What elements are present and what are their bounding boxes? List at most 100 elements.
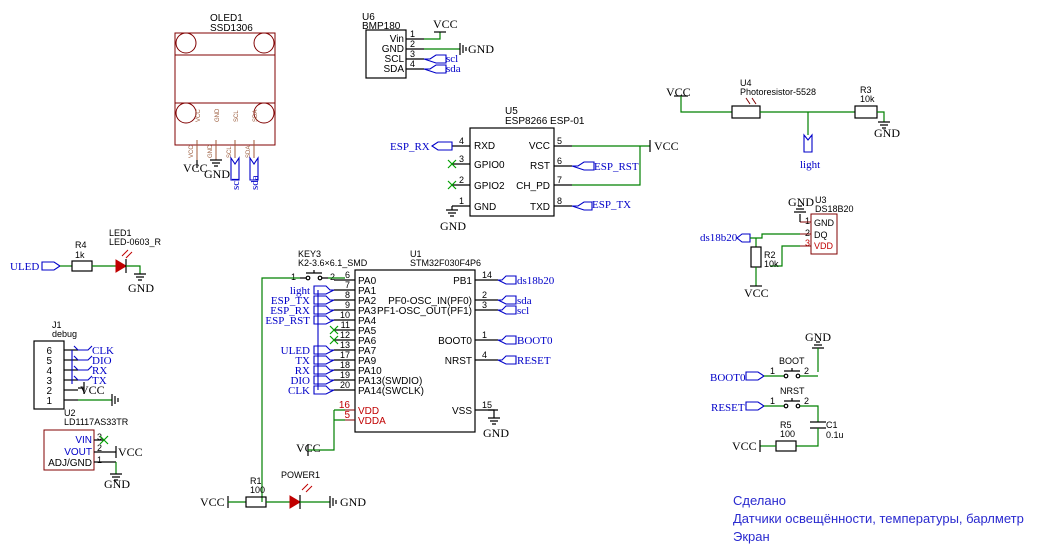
u1-right-net-label: GND [483, 426, 509, 440]
u1-left-net-label: TX [295, 355, 310, 367]
oled1-value: SSD1306 [210, 23, 253, 34]
r5-ref: R5 [780, 420, 792, 430]
u1-right-pin-num: 14 [482, 270, 492, 280]
u6-value: BMP180 [362, 21, 401, 32]
u5-rname-1: RST [530, 161, 550, 172]
oled1-pin-vcc: VCC [189, 145, 195, 158]
u3-pin-gnd: GND [814, 218, 835, 228]
oled1-pin-sda: SDA [246, 146, 252, 158]
u2-num-3: 3 [97, 432, 102, 442]
u3-net-ds18b20: ds18b20 [700, 232, 738, 244]
u5-lname-0: RXD [474, 141, 495, 152]
oled1-net-gnd: GND [204, 167, 230, 181]
oled1-module: OLED1 SSD1306 VCC GND SCL SDA VCC GND SC… [174, 13, 276, 190]
nrst-ref: NRST [780, 386, 805, 396]
u5-net-esp-rst: ESP_RST [594, 161, 639, 173]
u5-lname-1: GPIO0 [474, 160, 505, 171]
u1-net-flag [497, 295, 517, 305]
led1-net-uled: ULED [10, 261, 39, 273]
u1-net-flag [313, 285, 335, 295]
u1-right-net-label: scl [517, 305, 529, 317]
boot-net-gnd: GND [805, 330, 831, 344]
u5-esp01: U5 ESP8266 ESP-01 4 3 2 1 RXD GPIO0 GPIO… [390, 106, 679, 233]
j1-pin-num: 6 [46, 346, 52, 357]
u1-net-flag [497, 355, 517, 365]
u1-right-pin-num: 3 [482, 300, 487, 310]
r5-value: 100 [780, 429, 795, 439]
u1-right-net-label: RESET [517, 355, 551, 367]
oled1-net-sda: sda [249, 175, 261, 190]
u5-value: ESP8266 ESP-01 [505, 116, 585, 127]
u2-value: LD1117AS33TR [64, 417, 129, 427]
u5-lnum-0: 4 [459, 136, 464, 146]
note-line-3: Экран [733, 529, 770, 544]
oled1-silk-scl: SCL [234, 110, 240, 122]
u5-rname-0: VCC [529, 141, 550, 152]
r1-ref: R1 [250, 476, 262, 486]
u1-left-net-label: CLK [288, 385, 310, 397]
u1-left-net-label: ESP_RST [265, 315, 310, 327]
u1-right-pin-name: VSS [452, 406, 472, 417]
u5-net-gnd: GND [440, 219, 466, 233]
j1-net-label: DIO [92, 355, 112, 367]
u1-right-pin-name: PF1-OSC_OUT(PF1) [377, 306, 472, 317]
u1-net-flag [313, 345, 335, 355]
r3-value: 10k [860, 94, 875, 104]
u1-right-pin-num: 2 [482, 290, 487, 300]
j1-pin-num: 4 [46, 366, 52, 377]
j1-ref: J1 [52, 320, 62, 330]
u5-net-vcc: VCC [654, 139, 679, 153]
u2-num-2: 2 [97, 443, 102, 453]
u3-net-gnd: GND [788, 195, 814, 209]
oled1-ref: OLED1 [210, 13, 243, 24]
u1-left-pin-name: PA4 [358, 316, 377, 327]
u6-ref: U6 [362, 12, 375, 23]
u1-right-pin-name: PB1 [453, 276, 472, 287]
u1-left-pin-num: 6 [345, 270, 350, 280]
oled1-silk-vcc: VCC [196, 109, 202, 122]
u2-pin-adj: ADJ/GND [48, 458, 92, 469]
u1-right-pin-num: 4 [482, 350, 487, 360]
u1-left-net-label: ESP_RX [270, 305, 310, 317]
r3-net-gnd: GND [874, 126, 900, 140]
u6-net-scl: scl [446, 53, 458, 65]
key3-value: K2-3.6×6.1_SMD [298, 258, 368, 268]
j1-pin-num: 3 [46, 376, 52, 387]
u6-bmp180: U6 BMP180 Vin GND SCL SDA 1 2 3 4 VCC GN… [362, 12, 494, 79]
u1-net-vcc: VCC [296, 441, 321, 455]
u1-left-pin-num: 5 [344, 410, 350, 421]
u1-left-pin-num: 17 [340, 350, 350, 360]
u6-pin-sda: SDA [383, 64, 404, 75]
u2-ref: U2 [64, 408, 76, 418]
u6-net-vcc: VCC [433, 17, 458, 31]
u6-net-gnd: GND [468, 42, 494, 56]
u1-left-pin-name: PA0 [358, 276, 377, 287]
j1-net-label: RX [92, 365, 107, 377]
boot-ref: BOOT [779, 356, 805, 366]
r2-value: 10k [764, 259, 779, 269]
u1-left-pin-num: 10 [340, 310, 350, 320]
u1-left-pin-name: PA13(SWDIO) [358, 376, 422, 387]
u5-net-esp-tx: ESP_TX [592, 199, 631, 211]
u3-value: DS18B20 [815, 204, 854, 214]
r1-net-vcc: VCC [200, 495, 225, 509]
led1-ref: LED1 [109, 228, 132, 238]
nrst-net-reset: RESET [711, 402, 745, 414]
c1-value: 0.1u [826, 430, 844, 440]
u3-pin-vdd: VDD [814, 241, 834, 251]
u1-left-pin-num: 19 [340, 370, 350, 380]
r4-value: 1k [75, 250, 85, 260]
u1-left-pin-name: VDDA [358, 416, 386, 427]
u1-left-net-label: ESP_TX [271, 295, 310, 307]
u1-left-pin-num: 18 [340, 360, 350, 370]
u5-rnum-1: 6 [557, 156, 562, 166]
u5-rnum-3: 8 [557, 196, 562, 206]
j1-net-flag [73, 355, 93, 361]
boot-p1: 1 [770, 366, 775, 376]
u1-right-pin-num: 1 [482, 330, 487, 340]
u1-right-net-label: BOOT0 [517, 335, 553, 347]
